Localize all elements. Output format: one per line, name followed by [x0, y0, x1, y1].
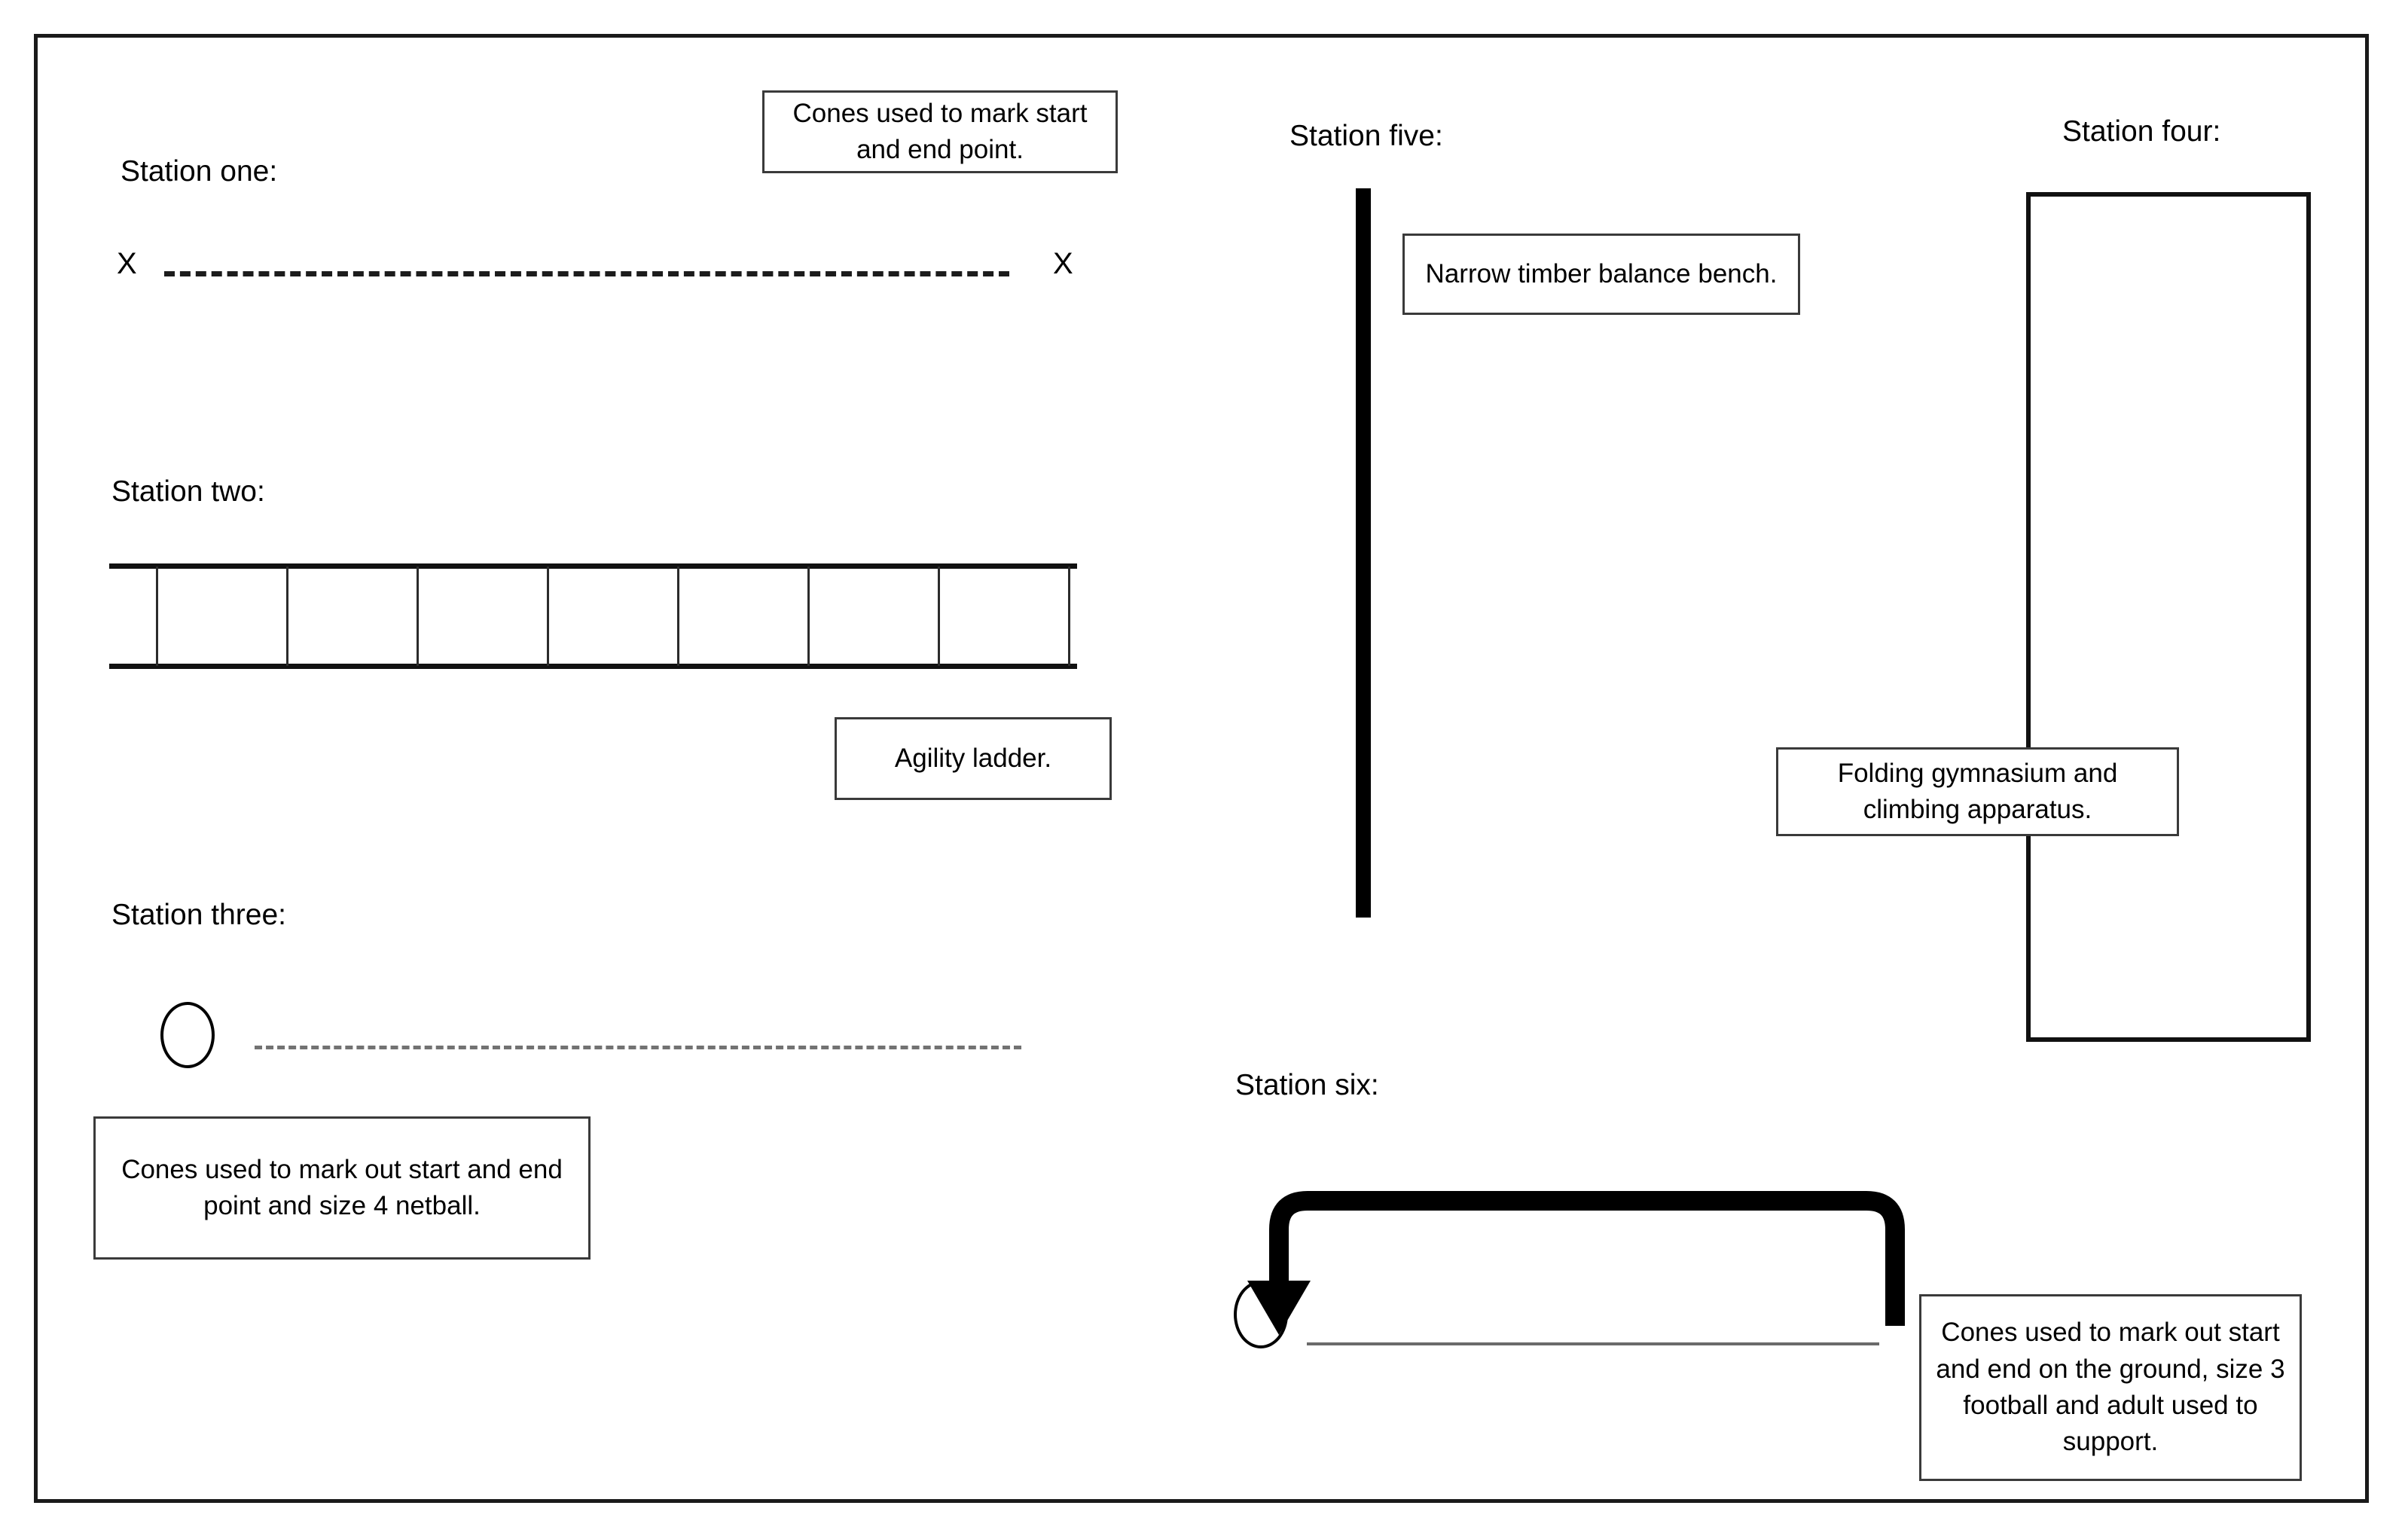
- station-one-dashed-path: [164, 271, 1009, 276]
- ladder-rung: [1068, 566, 1070, 666]
- station-five-label: Station five:: [1289, 120, 1443, 152]
- station-three-netball-circle: [160, 1002, 215, 1068]
- station-six-callout: Cones used to mark out start and end on …: [1919, 1294, 2302, 1481]
- agility-ladder: [109, 563, 1077, 669]
- station-one-start-marker: X: [117, 247, 137, 280]
- station-one-end-marker: X: [1053, 247, 1073, 280]
- ladder-rung: [286, 566, 288, 666]
- station-six-football-circle: [1234, 1281, 1288, 1348]
- page-border: [34, 34, 2369, 1503]
- ladder-rung: [417, 566, 419, 666]
- ladder-rung: [156, 566, 158, 666]
- station-four-apparatus: [2026, 192, 2311, 1042]
- station-five-callout: Narrow timber balance bench.: [1402, 234, 1800, 315]
- ladder-rung: [677, 566, 679, 666]
- station-six-return-arrow: [1247, 1191, 1905, 1335]
- ladder-rung: [807, 566, 810, 666]
- station-two-callout: Agility ladder.: [835, 717, 1112, 800]
- station-six-ground-line: [1307, 1342, 1879, 1345]
- station-three-label: Station three:: [111, 899, 286, 931]
- station-one-callout: Cones used to mark start and end point.: [762, 90, 1118, 173]
- station-three-path-line: [255, 1046, 1021, 1049]
- ladder-rung: [938, 566, 940, 666]
- station-five-balance-bench: [1356, 188, 1371, 918]
- station-two-label: Station two:: [111, 475, 265, 508]
- ladder-rung: [547, 566, 549, 666]
- ladder-rail-bottom: [109, 664, 1077, 669]
- station-three-callout: Cones used to mark out start and end poi…: [93, 1116, 591, 1260]
- station-one-label: Station one:: [121, 155, 278, 188]
- station-four-callout: Folding gymnasium and climbing apparatus…: [1776, 747, 2179, 836]
- station-six-label: Station six:: [1235, 1069, 1379, 1101]
- station-four-label: Station four:: [2062, 115, 2221, 148]
- ladder-rail-top: [109, 563, 1077, 569]
